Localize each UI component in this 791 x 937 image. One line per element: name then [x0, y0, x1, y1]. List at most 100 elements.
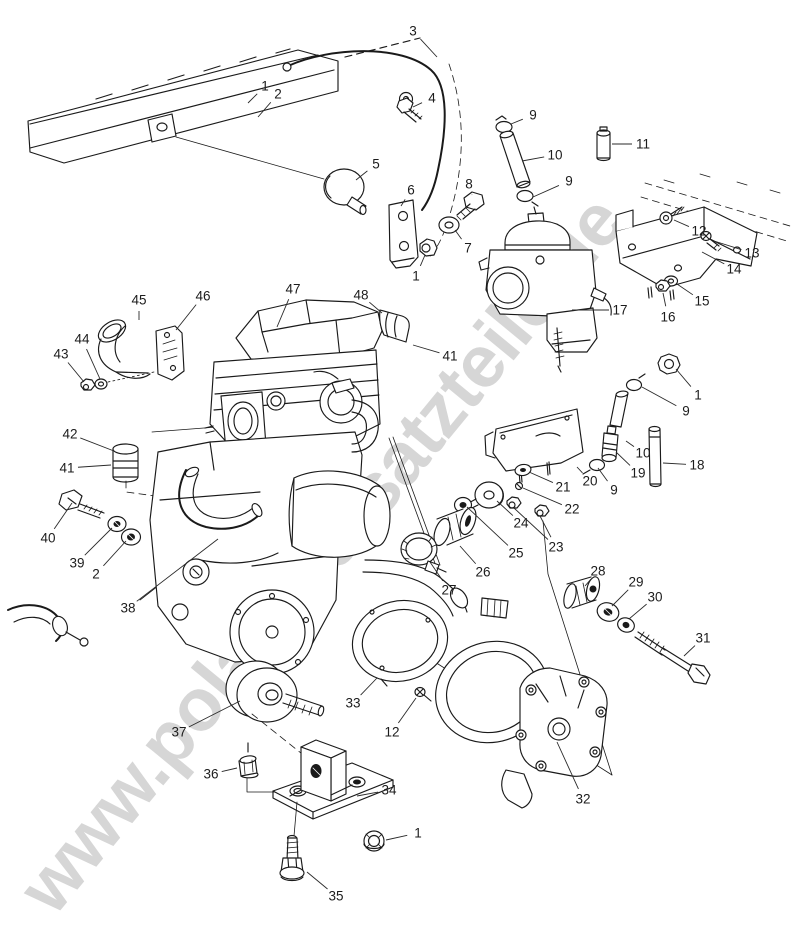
callout-8: 8: [465, 177, 473, 192]
callout-31: 31: [695, 631, 710, 646]
callout-37: 37: [171, 725, 186, 740]
leader-line-10: [626, 441, 634, 447]
callout-2: 2: [92, 567, 100, 582]
mount-biscuit-37: [226, 661, 325, 757]
callout-23: 23: [548, 540, 563, 555]
rubber-mount-5: [324, 169, 366, 215]
leader-line-1: [386, 835, 407, 840]
screw-13: [701, 232, 721, 252]
leader-line-9: [598, 468, 608, 481]
leader-line-3: [420, 39, 437, 57]
callout-26: 26: [475, 565, 490, 580]
leader-line-41: [78, 465, 111, 467]
nut-36: [239, 743, 313, 792]
callout-19: 19: [630, 466, 645, 481]
callout-13: 13: [744, 246, 759, 261]
nut-1d: [364, 831, 384, 851]
leader-line-13: [714, 241, 742, 250]
callout-27: 27: [441, 583, 456, 598]
leader-line-39: [85, 528, 112, 555]
callout-29: 29: [628, 575, 643, 590]
callout-43: 43: [53, 347, 68, 362]
callout-28: 28: [590, 564, 605, 579]
leader-line-14: [702, 252, 724, 264]
engine-assembly: [8, 300, 508, 674]
leader-line-9: [533, 185, 559, 197]
bolt-8: [457, 192, 484, 220]
callout-41: 41: [442, 349, 457, 364]
washer-29: [595, 600, 622, 624]
leader-line-2: [103, 541, 126, 566]
nut-1b: [420, 239, 437, 256]
callout-24: 24: [513, 516, 529, 531]
nut-16: [656, 280, 670, 291]
leader-line-7: [455, 230, 462, 239]
callout-7: 7: [464, 241, 472, 256]
callout-22: 22: [564, 502, 579, 517]
gasket-33: [344, 591, 457, 692]
vent-cluster: [583, 354, 680, 487]
nut-43: [81, 379, 95, 390]
leader-line-4: [413, 103, 422, 107]
heat-shield-21: [485, 409, 583, 516]
washer-25: [455, 498, 472, 513]
leader-line-2: [258, 102, 271, 117]
leader-line-37: [189, 701, 240, 727]
washer-2b: [122, 529, 141, 545]
callout-42: 42: [62, 427, 77, 442]
washer-44: [95, 372, 154, 389]
leader-line-46: [176, 305, 196, 330]
leader-line-1: [676, 369, 691, 387]
callout-6: 6: [407, 183, 415, 198]
leader-line-23: [514, 508, 548, 540]
leader-line-20: [577, 467, 583, 473]
callout-16: 16: [660, 310, 675, 325]
leader-line-24: [497, 501, 513, 516]
leader-line-25: [467, 507, 508, 545]
leader-line-38: [137, 539, 218, 601]
leader-line-28: [585, 579, 591, 586]
leader-line-18: [663, 463, 686, 464]
carburetor: [479, 207, 611, 372]
leader-line-31: [684, 646, 695, 656]
callout-9: 9: [682, 404, 690, 419]
callout-1: 1: [694, 388, 702, 403]
leader-line-36: [222, 768, 237, 772]
leader-line-6: [401, 199, 405, 206]
callout-21: 21: [555, 480, 570, 495]
leader-line-47: [277, 299, 289, 327]
callout-38: 38: [120, 601, 135, 616]
leader-line-23: [540, 516, 551, 537]
diagram-line-art: [8, 38, 790, 881]
water-pump: [422, 627, 607, 808]
screw-12b: [415, 688, 431, 702]
bolt-31: [635, 632, 710, 684]
intake-flange-46: [156, 326, 184, 380]
leader-line-40: [54, 503, 72, 529]
callout-12: 12: [691, 224, 706, 239]
callout-9: 9: [565, 174, 573, 189]
callout-10: 10: [635, 446, 650, 461]
hose-clamp-27: [401, 533, 446, 574]
leader-line-34: [357, 792, 378, 796]
leader-line-33: [361, 678, 377, 695]
leader-line-1: [420, 255, 425, 266]
bolt-12: [660, 207, 684, 224]
callout-5: 5: [372, 157, 380, 172]
engine-bracket-14: [616, 207, 757, 300]
bracket-6: [389, 200, 418, 268]
leader-line-12: [398, 698, 416, 723]
cylinder-11: [597, 127, 610, 161]
leader-line-1: [248, 94, 257, 103]
callout-41: 41: [59, 461, 74, 476]
callout-39: 39: [69, 556, 84, 571]
leader-line-32: [557, 742, 578, 789]
leader-line-22: [523, 488, 562, 505]
leader-line-43: [68, 363, 84, 383]
callout-1: 1: [261, 79, 269, 94]
callout-14: 14: [726, 262, 742, 277]
leader-line-42: [80, 438, 114, 451]
mount-bracket-34: [273, 740, 393, 836]
